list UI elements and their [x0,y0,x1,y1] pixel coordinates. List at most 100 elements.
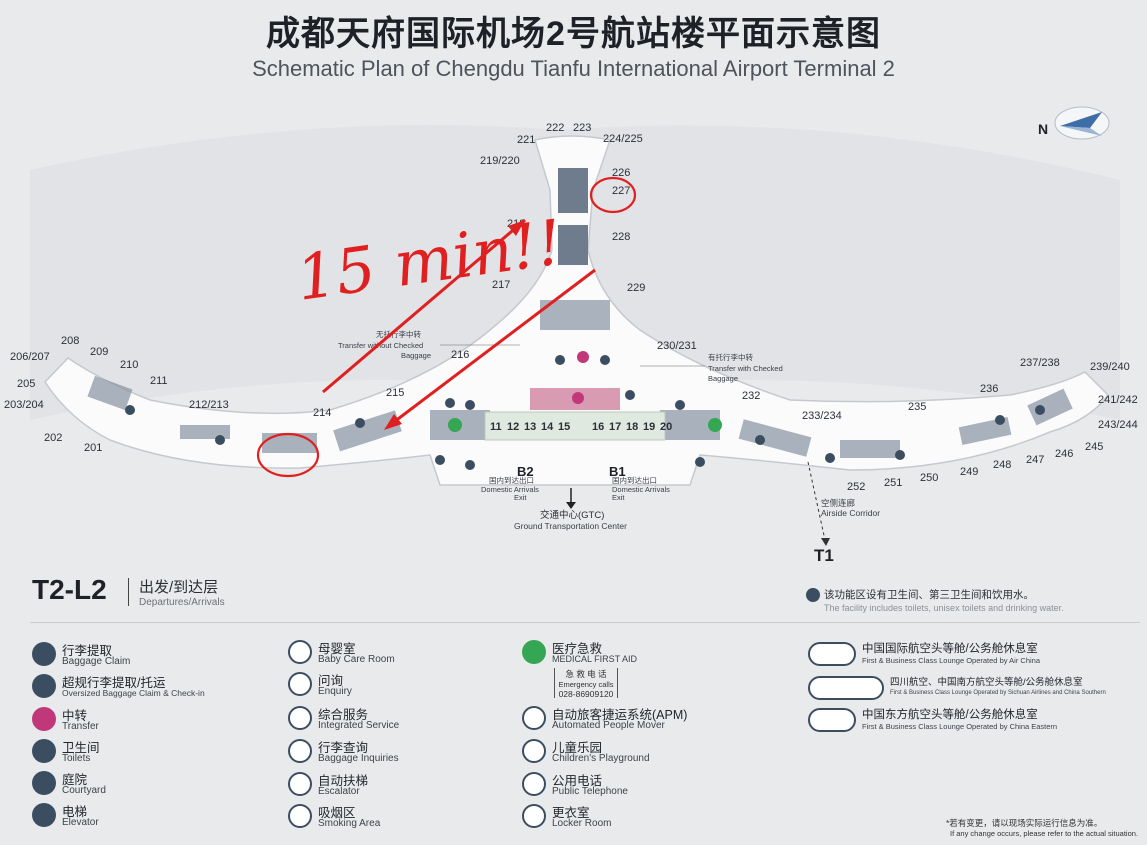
checkin-row: 13 [524,421,536,433]
level-divider [128,578,129,606]
checkin-rows: 11 12 13 14 15 16 17 18 19 20 [490,421,672,433]
gate-label: 219/220 [480,155,520,167]
gate-label: 226 [612,167,630,179]
gate-labels: 221 219/220 218 217 216 222 223 224/225 … [4,122,1138,493]
info-icon [288,706,312,730]
gate-label: 205 [17,378,35,390]
svg-text:交通中心(GTC): 交通中心(GTC) [540,509,604,521]
facility-note-cn: 该功能区设有卫生间、第三卫生间和饮用水。 [824,589,1034,601]
gate-label: 203/204 [4,399,44,411]
facility-icon [806,588,820,602]
gate-label: 230/231 [657,340,697,352]
gate-label: 248 [993,459,1011,471]
svg-text:Baggage: Baggage [708,374,738,383]
checkin-row: 12 [507,421,519,433]
gate-label: 228 [612,231,630,243]
first-aid-icon [522,640,546,664]
compass: N [1038,106,1110,140]
gate-label: 249 [960,466,978,478]
escalator-icon [288,772,312,796]
gate-label: 209 [90,346,108,358]
gate-label: 222 [546,122,564,134]
transfer-no-checked-label: 无托行李中转 Transfer without Checked Baggage [338,329,431,360]
gate-label: 245 [1085,441,1103,453]
svg-text:Exit: Exit [612,493,625,502]
level-code: T2-L2 [32,574,107,605]
gate-label: 252 [847,481,865,493]
playground-icon [522,739,546,763]
svg-text:Domestic Arrivals: Domestic Arrivals [481,485,539,494]
smoking-icon [288,804,312,828]
gate-label: 211 [150,375,168,387]
gate-label: 223 [573,122,591,134]
gate-label: 239/240 [1090,361,1130,373]
svg-text:Ground Transportation Center: Ground Transportation Center [514,521,627,531]
transfer-icon [32,707,56,731]
toilets-icon [32,739,56,763]
svg-text:B1: B1 [609,464,626,479]
compass-north: N [1038,121,1048,137]
gate-label: 232 [742,390,760,402]
baggage-inquiry-icon [288,739,312,763]
gate-label: 233/234 [802,410,842,422]
elevator-icon [32,803,56,827]
gate-label: 212/213 [189,399,229,411]
map-title-cn: 成都天府国际机场2号航站楼平面示意图 [266,15,881,53]
gate-label: 251 [884,477,902,489]
gate-label: 229 [627,282,645,294]
baggage-claim-icon [32,642,56,666]
gate-label: 224/225 [603,133,643,145]
checkin-row: 11 [490,421,502,433]
emergency-phone: 急 救 电 话 Emergency calls 028-86909120 [554,668,618,699]
svg-text:空侧连廊: 空侧连廊 [821,498,856,508]
facility-note-en: The facility includes toilets, unisex to… [824,603,1064,613]
checkin-row: 16 [592,421,604,433]
gtc-label: 交通中心(GTC) Ground Transportation Center [514,509,627,531]
airside-corridor-label: 空侧连廊 Airside Corridor [821,498,880,518]
oversized-baggage-icon [32,674,56,698]
checkin-row: 19 [643,421,655,433]
sichuan-southern-lounge-icon [808,676,884,700]
apm-icon [522,706,546,730]
gate-label: 216 [451,349,469,361]
gate-label: 241/242 [1098,394,1138,406]
svg-text:Exit: Exit [514,493,527,502]
gate-label: 210 [120,359,138,371]
svg-text:Baggage: Baggage [401,351,431,360]
checkin-row: 20 [660,421,672,433]
courtyard-icon [32,771,56,795]
china-eastern-lounge-icon [808,708,856,732]
gate-label: 243/244 [1098,419,1138,431]
air-china-lounge-icon [808,642,856,666]
svg-text:国内到达出口: 国内到达出口 [489,475,534,485]
svg-text:B2: B2 [517,464,534,479]
telephone-icon [522,772,546,796]
svg-text:有托行李中转: 有托行李中转 [708,352,753,362]
exit-b2: B2 国内到达出口 Domestic Arrivals Exit [481,464,539,502]
svg-text:无托行李中转: 无托行李中转 [376,329,421,339]
checkin-row: 18 [626,421,638,433]
svg-text:国内到达出口: 国内到达出口 [612,475,657,485]
gate-label: 221 [517,134,535,146]
checkin-row: 14 [541,421,554,433]
svg-text:Transfer with Checked: Transfer with Checked [708,364,783,373]
map-title-en: Schematic Plan of Chengdu Tianfu Interna… [252,56,895,81]
airside-corridor-path [807,461,826,541]
gate-label: 227 [612,185,630,197]
svg-text:Transfer without Checked: Transfer without Checked [338,341,423,350]
legend-divider [30,622,1140,623]
baby-care-icon [288,640,312,664]
gate-label: 236 [980,383,998,395]
t1-label: T1 [814,546,834,565]
gate-label: 237/238 [1020,357,1060,369]
footnote-cn: *若有变更，请以现场实际运行信息为准。 [946,818,1103,828]
svg-text:Airside Corridor: Airside Corridor [821,508,880,518]
checkin-row: 17 [609,421,621,433]
svg-text:Domestic Arrivals: Domestic Arrivals [612,485,670,494]
gate-label: 215 [386,387,404,399]
gate-label: 247 [1026,454,1044,466]
gate-label: 206/207 [10,351,50,363]
footnote-en: If any change occurs, please refer to th… [950,829,1139,838]
gate-label: 246 [1055,448,1073,460]
level-name-cn: 出发/到达层 [139,579,219,596]
